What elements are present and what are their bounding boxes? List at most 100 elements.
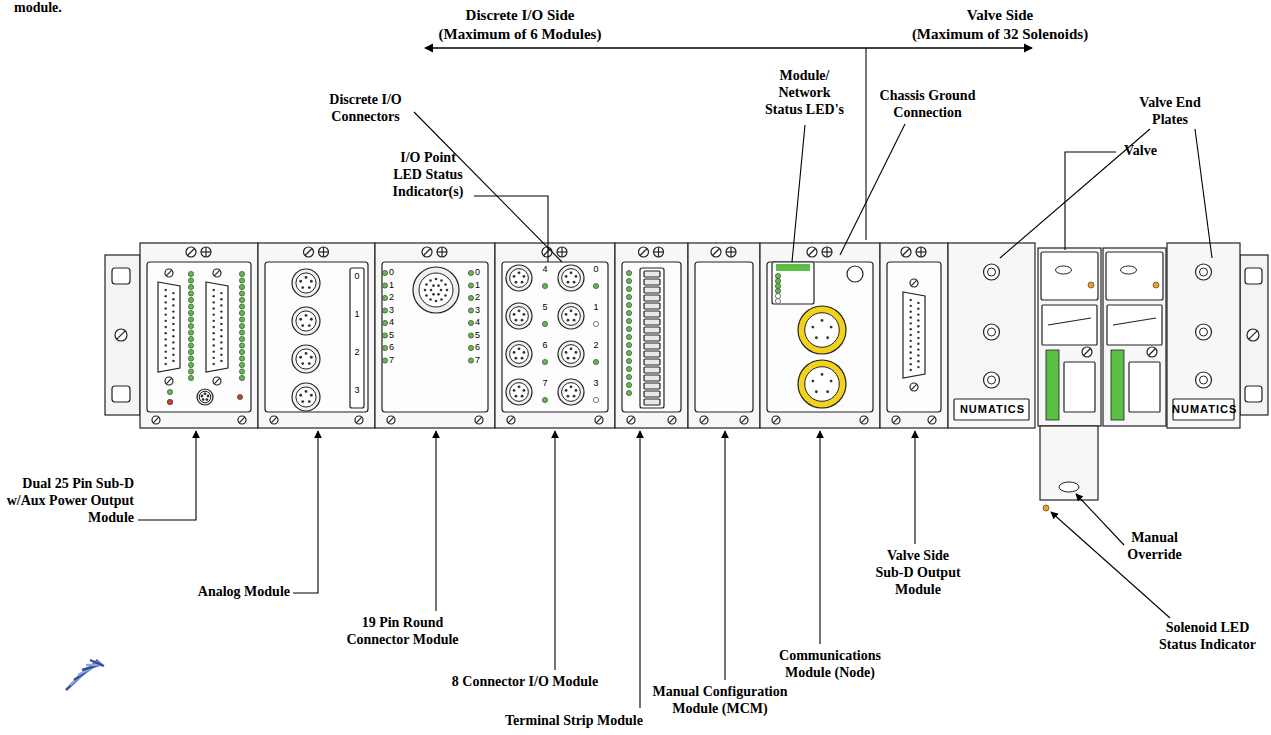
connector-pin: [172, 335, 174, 337]
led-indicator: [188, 375, 193, 380]
callout-label: Valve End Plates: [1130, 95, 1210, 129]
connector-pin: [299, 394, 302, 397]
connector-pin: [207, 395, 210, 398]
connector-pin: [821, 319, 824, 322]
screw-slot: [640, 249, 647, 256]
callout-label: Solenoid LED Status Indicator: [1150, 620, 1265, 654]
connector-pin: [910, 351, 912, 353]
channel-number: 0: [475, 268, 484, 277]
channel-number: 7: [475, 356, 484, 365]
address-switch: [847, 266, 863, 282]
label-strip: [350, 268, 364, 408]
m12-connector: [798, 306, 846, 354]
connector-pin: [917, 343, 919, 345]
connector-pin: [910, 310, 912, 312]
screw-slot: [214, 270, 220, 276]
mounting-bracket: [1240, 255, 1268, 415]
end-plate-port: [1196, 264, 1212, 280]
screw-slot: [669, 417, 675, 423]
terminal-screw: [644, 287, 660, 293]
led-indicator: [626, 350, 631, 355]
screw: [711, 247, 721, 257]
connector-pin: [299, 280, 302, 283]
m12-connector-ring: [296, 311, 316, 331]
screw-slot: [701, 417, 707, 423]
connector-pin: [518, 309, 521, 312]
connector-pin: [826, 390, 829, 393]
connector-pin: [521, 281, 524, 284]
m12-connector-ring: [199, 391, 211, 403]
channel-number: 2: [351, 348, 363, 357]
connector-pin: [172, 310, 174, 312]
screw-slot: [903, 249, 910, 256]
connector-pin: [515, 281, 518, 284]
connector-pin: [172, 298, 174, 300]
screw: [238, 416, 246, 424]
leader-line: [639, 431, 640, 708]
screw-slot: [596, 417, 602, 423]
led-indicator: [382, 345, 387, 350]
module-housing: [760, 243, 880, 428]
connector-pin: [213, 295, 215, 297]
connector-pin: [165, 332, 167, 334]
screw-slot: [271, 417, 277, 423]
m12-connector: [506, 265, 532, 291]
screw: [152, 416, 160, 424]
channel-number: 6: [389, 343, 398, 352]
connector-pin: [440, 279, 443, 282]
channel-number: 1: [475, 281, 484, 290]
connector-pin: [213, 307, 215, 309]
connector-pin: [213, 301, 215, 303]
m12-connector-ring: [562, 383, 581, 402]
led-indicator: [188, 284, 193, 289]
connector-pin: [305, 314, 308, 317]
ground-screw: [557, 247, 567, 257]
connector-pin: [523, 351, 526, 354]
m12-connector-ring: [562, 345, 581, 364]
valve-rating-label: [1064, 362, 1095, 412]
connector-pin: [220, 329, 222, 331]
channel-number: 1: [591, 303, 601, 312]
end-plate-port: [1196, 324, 1212, 340]
module-housing: [375, 243, 495, 428]
connector-pin: [440, 289, 443, 292]
ground-screw: [916, 247, 926, 257]
round-19pin-ring: [419, 273, 453, 307]
callout-label: Dual 25 Pin Sub-D w/Aux Power Output Mod…: [4, 476, 134, 526]
screw: [901, 247, 911, 257]
terminal-screw: [644, 279, 660, 285]
connector-pin: [172, 323, 174, 325]
m12-connector: [558, 379, 584, 405]
led-indicator: [593, 283, 598, 288]
callout-label: 19 Pin Round Connector Module: [340, 615, 465, 649]
connector-pin: [213, 332, 215, 334]
connector-pin: [811, 380, 814, 383]
channel-number: 7: [389, 356, 398, 365]
screw: [1247, 329, 1259, 341]
led-indicator: [593, 321, 598, 326]
connector-pin: [165, 289, 167, 291]
terminal-screw: [644, 343, 660, 349]
bracket-slot: [1245, 386, 1262, 402]
terminal-block: [640, 268, 664, 408]
connector-pin: [513, 351, 516, 354]
led-indicator: [167, 389, 172, 394]
led-indicator: [188, 356, 193, 361]
dsub-connector: [158, 282, 180, 372]
connector-pin: [440, 298, 443, 301]
led-indicator: [382, 333, 387, 338]
valve-symbol: [1048, 318, 1091, 325]
led-indicator: [239, 284, 244, 289]
leader-line: [914, 431, 915, 544]
led-indicator: [468, 358, 473, 363]
led-indicator: [239, 362, 244, 367]
channel-number: 2: [475, 293, 484, 302]
led-indicator: [468, 345, 473, 350]
connector-pin: [220, 304, 222, 306]
led-indicator: [626, 390, 631, 395]
leader-line: [1065, 152, 1116, 250]
led-indicator: [626, 334, 631, 339]
leader-line: [1195, 129, 1212, 258]
screw-slot: [1084, 349, 1091, 356]
